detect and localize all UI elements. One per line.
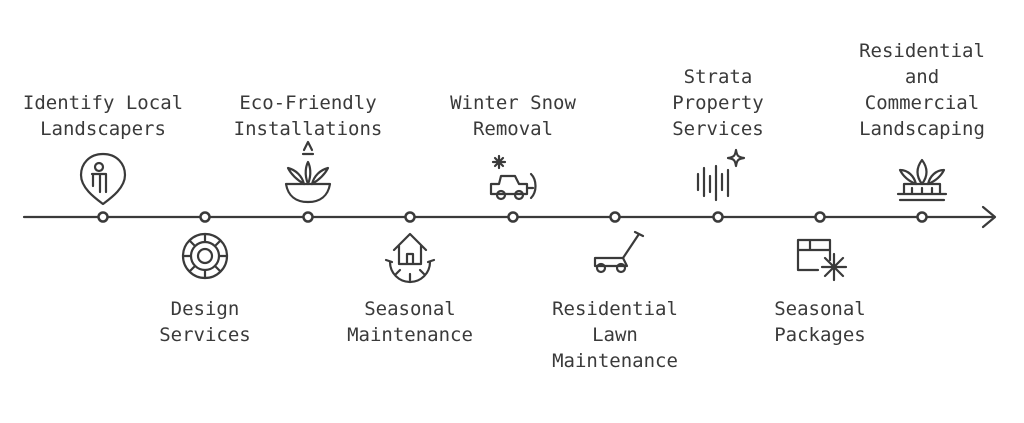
snow-plow-truck-icon <box>489 154 537 201</box>
sparkle-lines-icon <box>696 148 746 202</box>
package-snowflake-icon <box>796 238 848 282</box>
timeline-milestone-label: Strata Property Services <box>672 66 764 140</box>
timeline-milestone-label: Seasonal Packages <box>774 298 866 346</box>
timeline-milestone-dot <box>97 211 109 223</box>
timeline-milestone-label: Residential and Commercial Landscaping <box>859 40 985 140</box>
timeline-milestone-dot <box>507 211 519 223</box>
map-pin-person-icon <box>79 152 127 206</box>
timeline-milestone-dot <box>302 211 314 223</box>
plant-bowl-icon <box>284 140 332 204</box>
timeline-arrow-head <box>981 205 997 229</box>
timeline-milestone-dot <box>712 211 724 223</box>
timeline-milestone-dot <box>199 211 211 223</box>
timeline-milestone-label: Residential Lawn Maintenance <box>552 298 678 372</box>
building-landscape-icon <box>896 158 948 202</box>
house-gear-icon <box>384 232 436 284</box>
circular-design-icon <box>181 232 229 280</box>
timeline-milestone-label: Seasonal Maintenance <box>347 298 473 346</box>
timeline-milestone-dot <box>916 211 928 223</box>
timeline-milestone-dot <box>814 211 826 223</box>
lawn-mower-icon <box>593 230 645 274</box>
timeline-milestone-label: Winter Snow Removal <box>450 92 576 140</box>
timeline-milestone-dot <box>609 211 621 223</box>
timeline-milestone-label: Identify Local Landscapers <box>22 92 184 140</box>
timeline-milestone-label: Design Services <box>159 298 251 346</box>
timeline-milestone-label: Eco-Friendly Installations <box>233 92 383 140</box>
timeline-milestone-dot <box>404 211 416 223</box>
